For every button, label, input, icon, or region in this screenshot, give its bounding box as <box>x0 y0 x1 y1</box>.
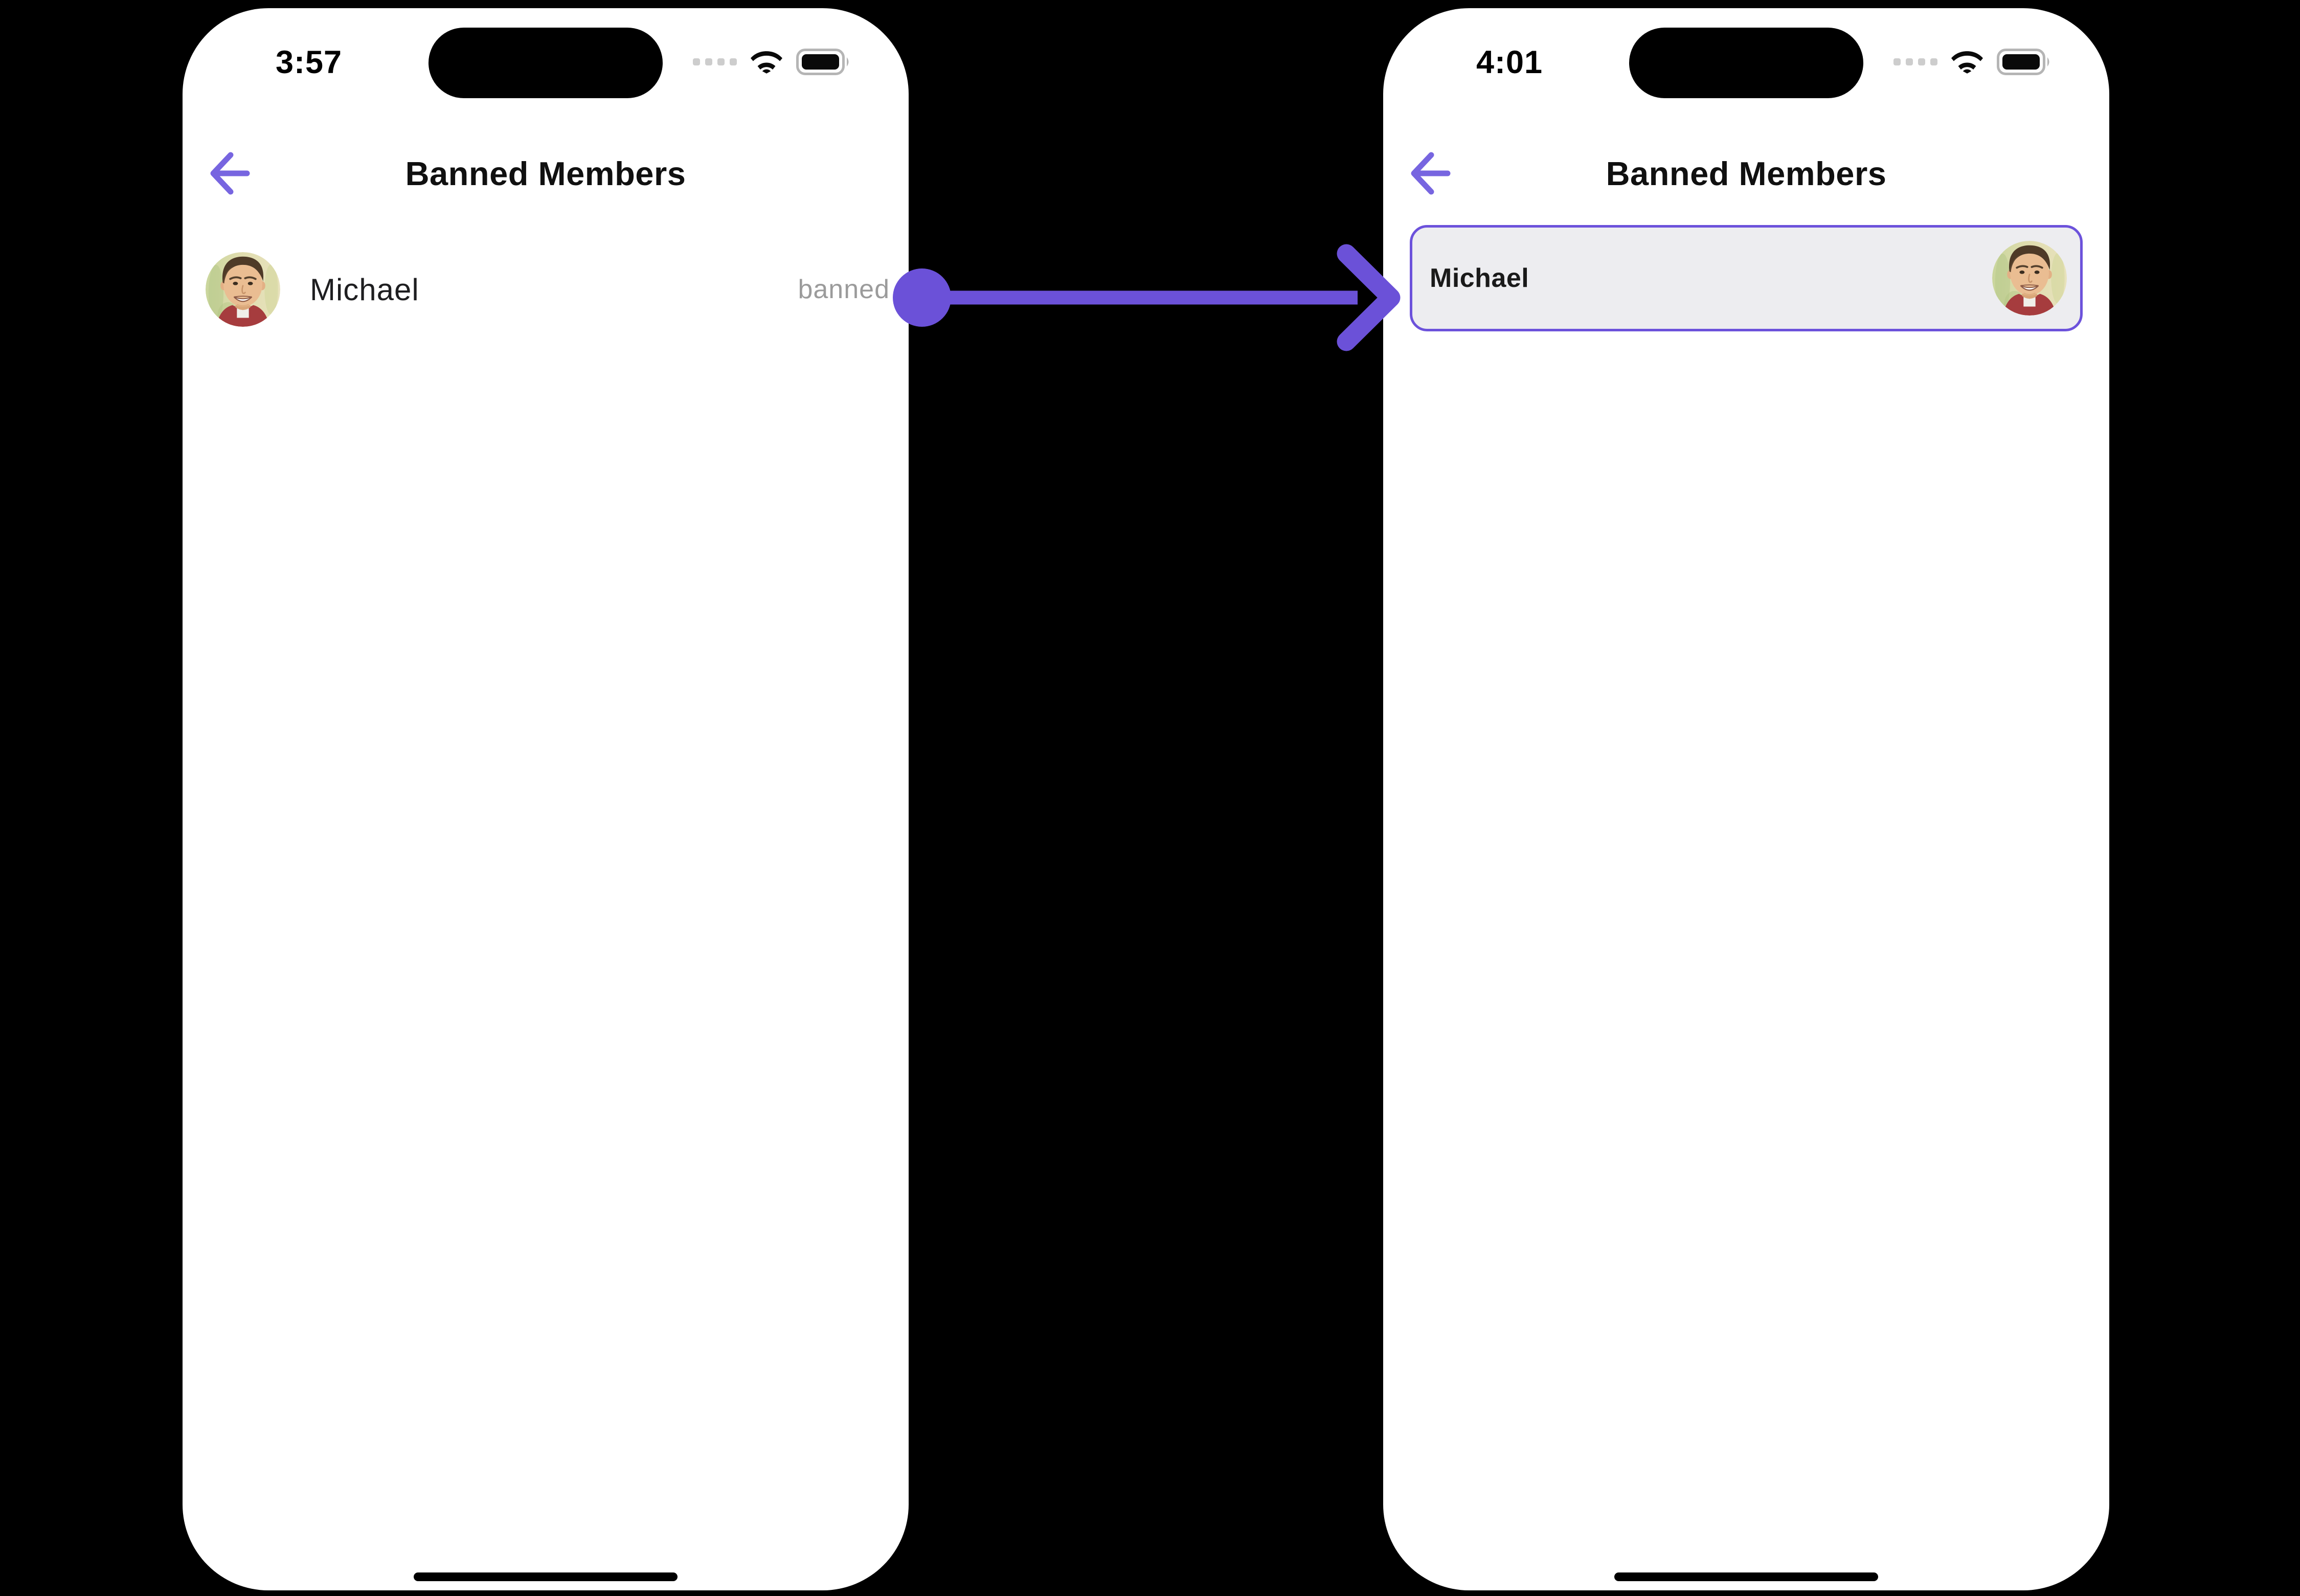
avatar <box>206 252 280 327</box>
member-row-michael[interactable]: Michael banned <box>183 244 909 334</box>
banned-member-list: Michael banned <box>183 244 909 334</box>
right-header: Banned Members <box>1383 137 2109 211</box>
page-title: Banned Members <box>405 155 686 192</box>
member-name: Michael <box>1430 263 1529 293</box>
avatar-photo <box>1992 241 2067 316</box>
dynamic-island <box>1629 28 1863 98</box>
page-title: Banned Members <box>1606 155 1887 192</box>
avatar <box>1992 241 2067 316</box>
battery-icon <box>796 49 851 75</box>
home-indicator[interactable] <box>414 1572 678 1581</box>
right-status-bar: 4:01 <box>1383 8 2109 98</box>
selected-member-card[interactable]: Michael <box>1410 225 2083 331</box>
battery-icon <box>1997 49 2052 75</box>
back-button[interactable] <box>1407 145 1454 203</box>
back-arrow-icon <box>1410 148 1451 199</box>
back-arrow-icon <box>209 148 250 199</box>
cellular-dots-icon <box>1893 58 1937 66</box>
left-header: Banned Members <box>183 137 909 211</box>
flow-arrow-annotation <box>893 244 1401 351</box>
member-name: Michael <box>310 272 419 307</box>
wifi-icon <box>751 50 782 74</box>
left-phone-frame: 3:57 Banned Members Michael banned <box>183 8 909 1590</box>
cellular-dots-icon <box>693 58 737 66</box>
left-status-bar: 3:57 <box>183 8 909 98</box>
avatar-photo <box>206 252 280 327</box>
home-indicator[interactable] <box>1614 1572 1878 1581</box>
dynamic-island <box>429 28 663 98</box>
status-icons <box>693 8 851 116</box>
status-time: 4:01 <box>1476 44 1543 80</box>
banned-status-label: banned <box>798 275 890 304</box>
status-icons <box>1893 8 2052 116</box>
status-time: 3:57 <box>276 44 343 80</box>
right-phone-frame: 4:01 Banned Members Michael <box>1383 8 2109 1590</box>
back-button[interactable] <box>206 145 253 203</box>
wifi-icon <box>1951 50 1983 74</box>
arrow-head <box>1337 244 1401 351</box>
